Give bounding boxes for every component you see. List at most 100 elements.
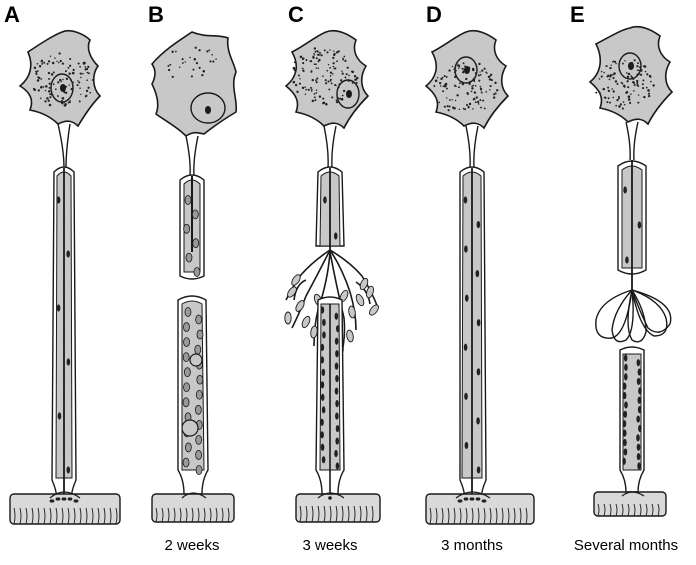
- nissl-granule: [344, 76, 346, 78]
- nissl-granule: [73, 82, 74, 83]
- schwann-nucleus: [637, 359, 641, 366]
- nissl-granule: [69, 58, 71, 60]
- nissl-granule: [440, 78, 442, 80]
- nissl-granule: [478, 103, 480, 105]
- myelin-ovoid: [184, 368, 190, 377]
- nissl-granule: [449, 99, 451, 101]
- myelin-ovoid: [183, 353, 189, 362]
- schwann-nucleus: [477, 319, 481, 326]
- nissl-granule: [444, 75, 446, 77]
- nissl-granule: [302, 59, 304, 61]
- nissl-granule: [322, 75, 324, 77]
- nissl-granule: [475, 85, 477, 87]
- nissl-granule: [78, 81, 80, 83]
- nissl-granule: [37, 80, 39, 82]
- nissl-granule: [60, 81, 61, 82]
- nissl-granule: [71, 88, 73, 90]
- sprout-schwann-cell: [285, 312, 291, 324]
- nissl-granule: [439, 82, 441, 84]
- myelin-ovoid: [192, 210, 198, 219]
- nissl-granule: [43, 62, 45, 64]
- nissl-granule: [67, 76, 69, 78]
- nissl-granule: [87, 87, 89, 89]
- panel-a-neuron: [10, 31, 120, 524]
- nissl-granule: [331, 96, 333, 98]
- nissl-granule: [616, 83, 618, 85]
- nissl-granule: [482, 100, 484, 102]
- nissl-granule: [72, 72, 74, 74]
- nissl-granule: [468, 83, 470, 85]
- nissl-granule: [632, 78, 634, 80]
- nissl-granule: [478, 63, 480, 65]
- nissl-granule: [626, 80, 628, 82]
- nissl-granule: [346, 73, 348, 75]
- nissl-granule: [212, 61, 214, 63]
- nissl-granule: [196, 62, 198, 64]
- nissl-granule: [211, 54, 213, 56]
- nissl-granule: [471, 87, 473, 89]
- nissl-granule: [62, 62, 64, 64]
- nissl-granule: [494, 82, 496, 84]
- nissl-granule: [189, 57, 191, 59]
- nissl-granule: [479, 71, 480, 72]
- nissl-granule: [317, 67, 319, 69]
- nissl-granule: [626, 72, 628, 74]
- synaptic-vesicle: [464, 497, 469, 500]
- synaptic-vesicle: [482, 499, 487, 502]
- nissl-granule: [86, 90, 88, 92]
- nissl-granule: [612, 74, 614, 76]
- nissl-granule: [609, 102, 611, 104]
- nissl-granule: [326, 51, 328, 53]
- nissl-granule: [464, 65, 466, 67]
- nissl-granule: [636, 80, 638, 82]
- synaptic-vesicle: [470, 497, 475, 500]
- nissl-granule: [48, 60, 50, 62]
- myelin-ovoid: [184, 383, 190, 392]
- nissl-granule: [48, 72, 50, 74]
- sprout-schwann-cell: [294, 299, 306, 313]
- nissl-granule: [444, 84, 445, 85]
- nissl-granule: [454, 85, 456, 87]
- synaptic-vesicle: [458, 499, 463, 502]
- nissl-granule: [63, 101, 65, 103]
- schwann-nucleus: [624, 448, 628, 455]
- nissl-granule: [49, 83, 51, 85]
- nissl-granule: [473, 98, 475, 100]
- sprout-schwann-cell: [310, 326, 318, 339]
- nissl-granule: [87, 66, 89, 68]
- schwann-nucleus: [636, 415, 640, 422]
- nissl-granule: [314, 47, 316, 49]
- myelin-ovoid: [185, 196, 191, 205]
- panel-b-cell-body: [152, 32, 236, 136]
- nissl-granule: [182, 62, 184, 64]
- nissl-granule: [294, 61, 296, 63]
- schwann-nucleus: [638, 425, 642, 432]
- nissl-granule: [618, 96, 620, 98]
- myelin-ovoid: [185, 308, 191, 317]
- schwann-nucleus: [322, 456, 326, 463]
- nissl-granule: [456, 94, 458, 96]
- myelin-ovoid: [185, 443, 191, 452]
- myelin-ovoid: [197, 375, 203, 384]
- nissl-granule: [496, 89, 498, 91]
- nissl-granule: [341, 70, 342, 71]
- nissl-granule: [616, 99, 618, 101]
- nissl-granule: [448, 109, 450, 111]
- schwann-nucleus: [322, 406, 326, 413]
- nissl-granule: [312, 55, 314, 57]
- nissl-granule: [203, 70, 206, 73]
- nissl-granule: [314, 93, 316, 95]
- nissl-granule: [637, 85, 639, 87]
- nissl-granule: [622, 63, 624, 65]
- nissl-granule: [332, 73, 334, 75]
- nissl-granule: [463, 62, 465, 64]
- nissl-granule: [83, 62, 86, 65]
- nissl-granule: [85, 95, 87, 97]
- nissl-granule: [333, 62, 335, 64]
- nissl-granule: [60, 60, 62, 62]
- schwann-nucleus: [476, 270, 480, 277]
- nissl-granule: [624, 104, 626, 106]
- nissl-granule: [437, 77, 438, 78]
- nissl-granule: [343, 90, 345, 92]
- nissl-granule: [334, 53, 336, 55]
